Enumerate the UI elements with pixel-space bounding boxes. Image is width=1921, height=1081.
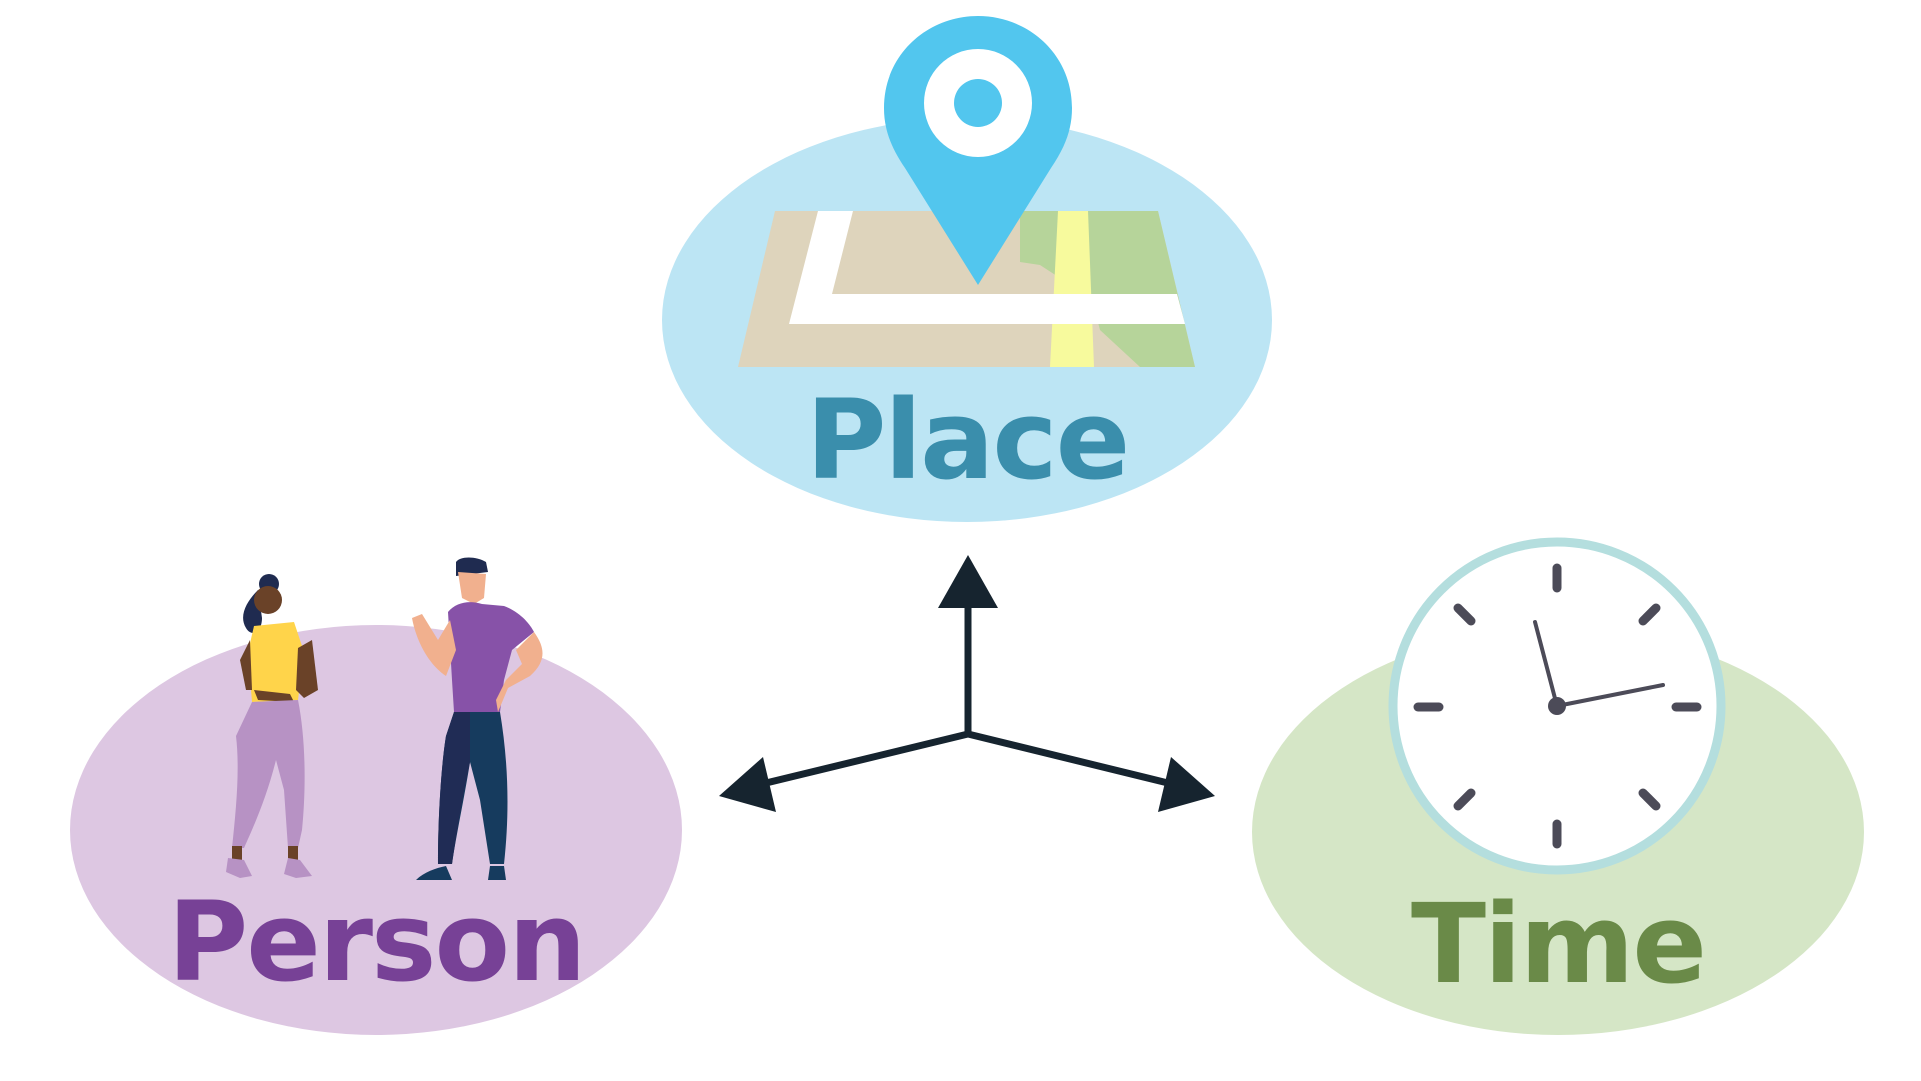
person-ellipse: [70, 625, 682, 1035]
place-label: Place: [806, 376, 1128, 504]
map-pin-icon: [884, 16, 1072, 285]
time-group: Time: [1252, 537, 1864, 1035]
time-label: Time: [1411, 880, 1705, 1008]
arrow-right-icon: [1158, 757, 1215, 812]
arrow-left-icon: [719, 757, 776, 812]
map-icon: [738, 211, 1195, 367]
woman-figure: [226, 574, 318, 878]
axes-arrows: [719, 555, 1215, 812]
clock-icon: [1388, 537, 1726, 875]
person-label: Person: [168, 878, 585, 1006]
arrow-up-icon: [938, 555, 998, 608]
place-group: Place: [662, 16, 1272, 522]
man-figure: [412, 557, 543, 880]
people-icon: [226, 557, 543, 880]
person-group: Person: [70, 557, 682, 1035]
